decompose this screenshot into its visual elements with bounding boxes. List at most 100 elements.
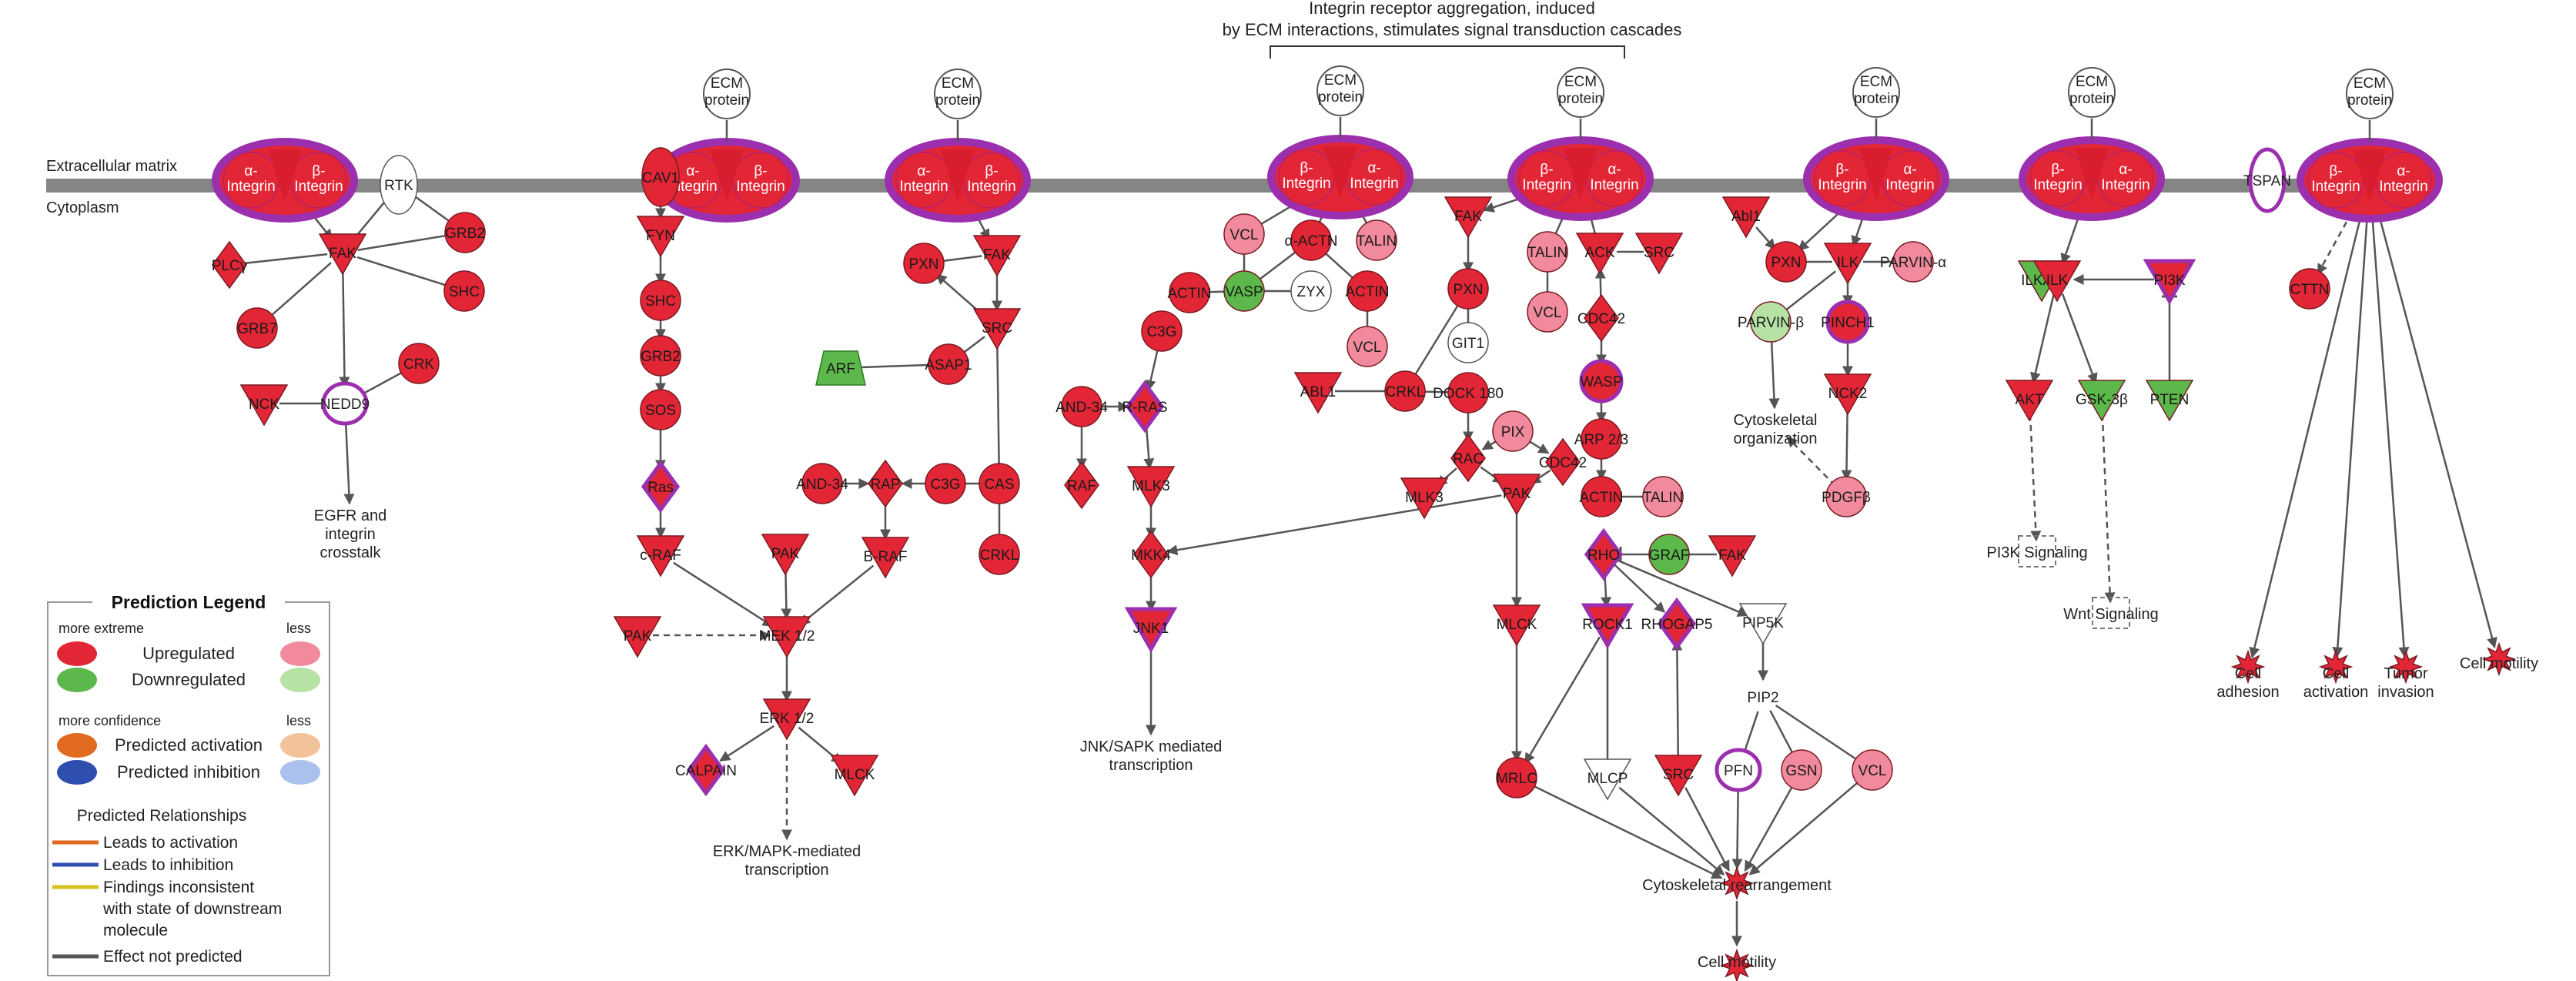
node-asap1: ASAP1	[925, 343, 972, 385]
node-label: ACTIN	[1580, 490, 1624, 506]
node-shape	[1765, 241, 1807, 283]
process-label: Cell	[2323, 665, 2349, 682]
integrin-core	[710, 149, 744, 202]
process-box	[2092, 597, 2130, 629]
integrin-subunit-label: α-	[917, 163, 930, 179]
node-talin1: TALIN	[1356, 219, 1397, 261]
integrin-subunit-label: Integrin	[2033, 177, 2082, 193]
process-pi3ksig: PI3K Signaling	[1986, 535, 2088, 568]
node-cdc42b: CDC42	[1577, 293, 1625, 343]
integrin-subunit-label: α-	[1367, 160, 1380, 176]
node-label: ILK	[2046, 273, 2069, 289]
ecm-protein-label: protein	[2069, 91, 2114, 107]
integrin-subunit-label: β-	[1300, 160, 1313, 176]
node-shape	[1584, 527, 1624, 581]
node-vcl1: VCL	[1223, 213, 1265, 255]
ecm-protein-label: protein	[1318, 89, 1363, 105]
legend-activation-strong-swatch	[57, 733, 97, 758]
node-label: ARF	[826, 361, 855, 377]
node-label: ERK 1/2	[760, 711, 815, 727]
edge-vcl4-cytorear	[1748, 779, 1862, 876]
node-label: MKK4	[1131, 547, 1171, 564]
node-gsn: GSN	[1781, 749, 1822, 791]
edge-aactn1-vasp1	[1256, 249, 1300, 282]
node-shape	[1447, 268, 1489, 310]
node-ilk1: ILK	[1823, 243, 1872, 285]
node-shape	[1575, 233, 1624, 275]
ecm-protein-label: ECM	[2076, 74, 2108, 90]
node-label: GIT1	[1452, 336, 1484, 352]
node-parvinb: PARVIN-β	[1738, 301, 1804, 343]
edge-parvinb-cytoorg	[1768, 336, 1780, 410]
process-label: Wnt Signaling	[2063, 606, 2158, 623]
ecm-protein-node	[1852, 67, 1900, 118]
node-label: RTK	[384, 178, 413, 194]
node-label: VCL	[1353, 340, 1382, 356]
node-actin2: ACTIN	[1346, 270, 1390, 312]
node-shape	[1124, 607, 1178, 654]
node-shape	[1492, 604, 1541, 647]
edge-asap1-arf	[857, 363, 934, 369]
node-shape	[903, 243, 945, 284]
node-vasp1: VASP	[1223, 270, 1265, 312]
node-label: TALIN	[1527, 245, 1567, 261]
integrin-subunit-label: α-	[244, 163, 257, 179]
node-label: PIX	[1501, 424, 1525, 440]
node-and34a: AND-34	[796, 463, 848, 504]
node-shc1: SHC	[443, 270, 485, 312]
ecm-protein-label: ECM	[711, 75, 743, 92]
legend-predicted-activation: Predicted activation	[115, 735, 263, 755]
node-label: AND-34	[796, 477, 848, 493]
node-shape	[1400, 477, 1449, 520]
node-shape	[830, 755, 879, 797]
process-label: EGFR and	[314, 507, 386, 524]
edge-cx8-tumorinv	[2370, 195, 2410, 658]
node-label: MRLC	[1496, 771, 1537, 787]
edge-rtk-grb2a	[410, 193, 452, 224]
integrin-subunit-label: Integrin	[736, 179, 785, 195]
edge-src3-rhogap5	[1671, 639, 1683, 759]
node-label: ACTIN	[1168, 286, 1212, 302]
process-label: PI3K Signaling	[1986, 544, 2087, 561]
ecm-protein-node	[703, 69, 751, 119]
node-shape	[1545, 437, 1581, 487]
node-label: VCL	[1858, 763, 1887, 779]
process-burst-icon	[1719, 948, 1755, 981]
node-label: JNK1	[1133, 621, 1169, 637]
node-pip2: PIP2	[1747, 690, 1778, 706]
integrin-core	[941, 149, 975, 202]
node-label: NCK2	[1828, 386, 1868, 402]
node-shape	[925, 463, 966, 504]
edge-src1-cas	[996, 342, 1000, 467]
integrin-subunit-label: Integrin	[2101, 177, 2149, 193]
ecm-protein-node	[2346, 69, 2394, 119]
process-label: Cell	[2235, 665, 2261, 682]
node-shape	[641, 147, 680, 207]
node-shape	[1825, 476, 1867, 517]
node-shape	[1290, 219, 1332, 261]
legend-title-bg	[92, 591, 285, 613]
node-and34b: AND-34	[1055, 386, 1108, 427]
node-shape	[640, 389, 681, 430]
edge-fak2-pxn1	[940, 255, 982, 263]
node-shape	[1738, 603, 1788, 645]
node-src2: SRC	[1634, 233, 1684, 275]
edge-fak1-plcg	[246, 253, 328, 264]
node-shape	[1125, 380, 1165, 434]
node-pinch1: PINCH1	[1821, 300, 1875, 344]
node-label: FAK	[1718, 547, 1746, 564]
edge-rho-pip5k	[1617, 559, 1749, 617]
node-git1: GIT1	[1447, 322, 1489, 363]
node-shape	[761, 534, 810, 576]
node-shape	[979, 534, 1020, 575]
node-fak4: FAK	[1708, 535, 1757, 578]
node-shape	[321, 381, 369, 426]
integrin-subunit-label: Integrin	[1282, 176, 1330, 192]
integrin-subunit-label: Integrin	[899, 179, 948, 195]
header-caption-line2: by ECM interactions, stimulates signal t…	[1223, 20, 1682, 39]
integrin-subunit-label: Integrin	[1590, 177, 1638, 193]
